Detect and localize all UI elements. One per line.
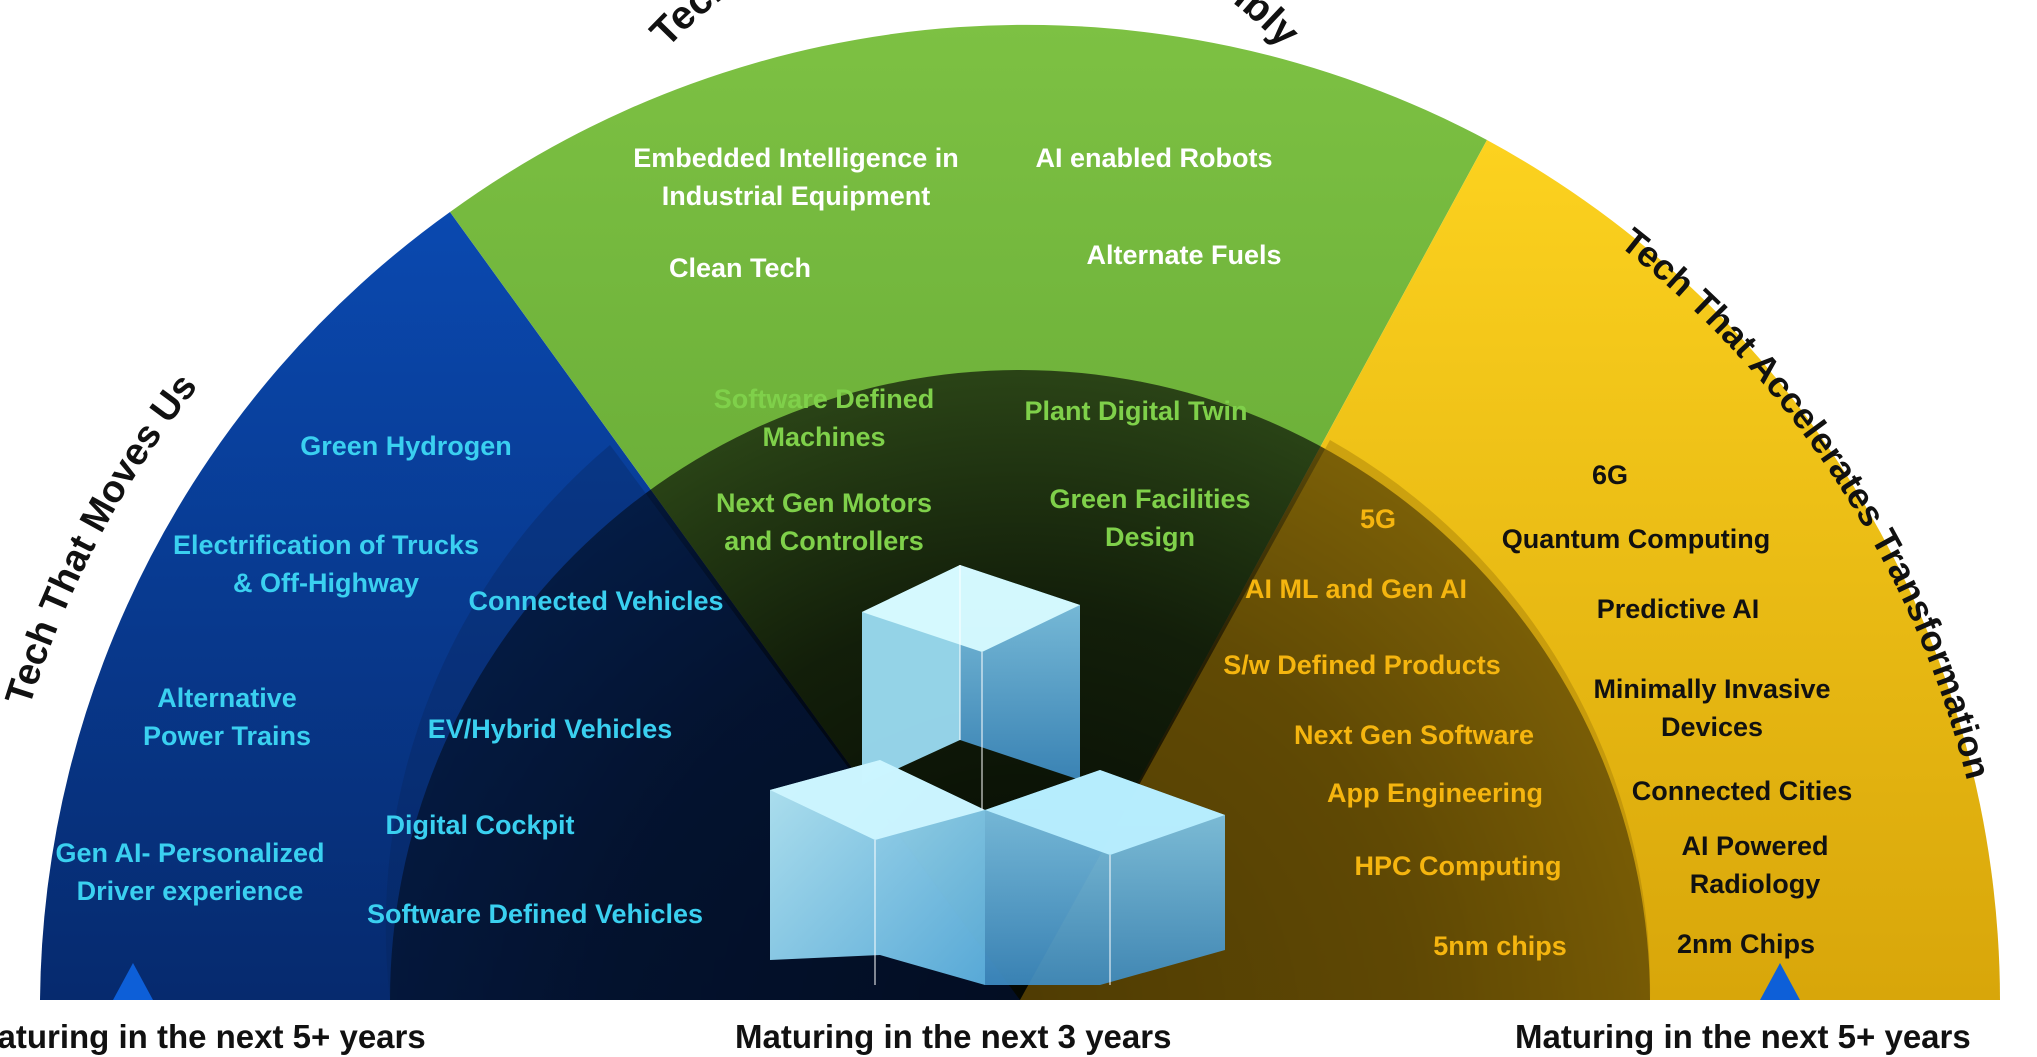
right-item-quantum: Quantum Computing — [1502, 524, 1770, 554]
right-inner-5g: 5G — [1360, 504, 1396, 534]
left-item-alt-power-1: Alternative — [157, 683, 297, 713]
right-inner-sw-products: S/w Defined Products — [1223, 650, 1501, 680]
top-item-embedded-2: Industrial Equipment — [662, 181, 931, 211]
right-item-connected-cities: Connected Cities — [1632, 776, 1853, 806]
bottom-label-center: Maturing in the next 3 years — [735, 1018, 1172, 1055]
left-item-green-hydrogen: Green Hydrogen — [300, 431, 512, 461]
top-item-robots: AI enabled Robots — [1035, 143, 1272, 173]
bottom-label-right: Maturing in the next 5+ years — [1515, 1018, 1971, 1055]
top-inner-motors-2: and Controllers — [724, 526, 924, 556]
top-inner-green-facilities-1: Green Facilities — [1049, 484, 1250, 514]
right-item-radiology-2: Radiology — [1690, 869, 1821, 899]
top-inner-sdm-2: Machines — [762, 422, 885, 452]
left-item-genai-1: Gen AI- Personalized — [55, 838, 324, 868]
cube-cluster-icon — [770, 565, 1225, 985]
left-item-electrification-2: & Off-Highway — [233, 568, 419, 598]
right-item-minimally-1: Minimally Invasive — [1593, 674, 1830, 704]
right-item-6g: 6G — [1592, 460, 1628, 490]
top-item-clean-tech: Clean Tech — [669, 253, 811, 283]
top-inner-motors-1: Next Gen Motors — [716, 488, 932, 518]
top-item-embedded-1: Embedded Intelligence in — [633, 143, 959, 173]
left-item-electrification-1: Electrification of Trucks — [173, 530, 479, 560]
left-item-genai-2: Driver experience — [77, 876, 304, 906]
bottom-label-left: Maturing in the next 5+ years — [0, 1018, 426, 1055]
right-inner-5nm: 5nm chips — [1433, 931, 1567, 961]
right-item-2nm: 2nm Chips — [1677, 929, 1815, 959]
left-inner-ev-hybrid: EV/Hybrid Vehicles — [428, 714, 673, 744]
right-inner-app-eng: App Engineering — [1327, 778, 1543, 808]
left-inner-sdv: Software Defined Vehicles — [367, 899, 703, 929]
top-inner-green-facilities-2: Design — [1105, 522, 1195, 552]
right-item-minimally-2: Devices — [1661, 712, 1763, 742]
left-inner-digital-cockpit: Digital Cockpit — [385, 810, 574, 840]
triangle-left-marker — [113, 963, 153, 1000]
right-inner-next-gen-sw: Next Gen Software — [1294, 720, 1534, 750]
triangle-right-marker — [1760, 963, 1800, 1000]
left-inner-connected-vehicles: Connected Vehicles — [468, 586, 723, 616]
right-item-predictive-ai: Predictive AI — [1597, 594, 1760, 624]
top-item-alternate-fuels: Alternate Fuels — [1086, 240, 1281, 270]
right-inner-hpc: HPC Computing — [1355, 851, 1562, 881]
left-item-alt-power-2: Power Trains — [143, 721, 311, 751]
right-item-radiology-1: AI Powered — [1681, 831, 1828, 861]
top-inner-digital-twin: Plant Digital Twin — [1024, 396, 1247, 426]
right-inner-ai-ml: AI ML and Gen AI — [1245, 574, 1467, 604]
top-inner-sdm-1: Software Defined — [714, 384, 935, 414]
